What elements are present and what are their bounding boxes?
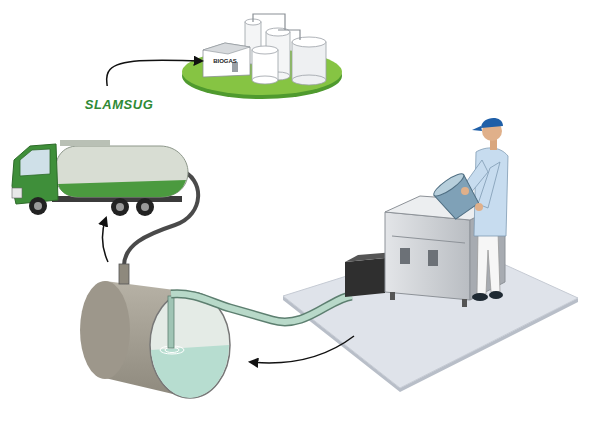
storage-tank (80, 264, 230, 398)
vacuum-truck (20, 149, 50, 176)
vacuum-truck (29, 197, 47, 215)
vacuum-truck (58, 180, 186, 197)
person-figure (472, 126, 482, 131)
person-figure (461, 187, 469, 195)
truck-tank-label-area: SLAMSUG (60, 88, 178, 120)
biogas-plant (252, 46, 278, 54)
vacuum-truck (34, 202, 42, 210)
waste-machine (390, 292, 395, 300)
biogas-plant (252, 76, 278, 84)
vacuum-truck (111, 198, 129, 216)
biogas-plant (253, 14, 300, 40)
person-figure (475, 203, 483, 211)
vacuum-truck (55, 146, 188, 197)
sign-lettering: BIOGAS (213, 58, 237, 64)
person-figure (472, 293, 488, 301)
waste-machine (428, 250, 438, 266)
flow-arrow (102, 218, 108, 262)
biogas-sign: BIOGAS (205, 55, 245, 67)
biogas-plant (292, 42, 326, 80)
biogas-plant (292, 37, 326, 47)
biogas-plant (182, 14, 342, 99)
person-figure (431, 118, 508, 301)
storage-tank (151, 345, 229, 398)
waste-machine (462, 299, 467, 307)
floor-platform (283, 242, 578, 388)
person-figure (474, 148, 508, 236)
truck-lettering: SLAMSUG (85, 98, 154, 111)
drain-hose (171, 294, 352, 322)
waste-machine (400, 248, 410, 264)
waste-machine (345, 258, 385, 297)
waste-machine (392, 236, 465, 243)
waste-machine (385, 212, 470, 300)
storage-tank (80, 281, 130, 379)
person-figure (431, 170, 466, 199)
storage-tank (119, 264, 129, 284)
vacuum-truck (116, 203, 124, 211)
person-figure (478, 162, 500, 208)
biogas-plant (203, 43, 250, 54)
flow-arrow (250, 336, 354, 363)
vacuum-truck (12, 188, 22, 198)
storage-tank (168, 296, 174, 348)
floor-platform (283, 242, 578, 392)
biogas-plant (252, 50, 278, 80)
biogas-plant (292, 75, 326, 85)
drain-hose (171, 294, 352, 322)
flow-arrow (107, 60, 202, 86)
biogas-plant (203, 43, 250, 77)
drain-hose (171, 294, 352, 322)
vacuum-truck (60, 140, 110, 146)
person-figure (489, 291, 503, 299)
vacuum-truck (12, 140, 198, 266)
vacuum-truck (12, 144, 58, 204)
person-figure (477, 232, 500, 294)
person-figure (481, 118, 503, 128)
vacuum-truck (141, 203, 149, 211)
vacuum-truck (136, 198, 154, 216)
person-figure (431, 170, 482, 221)
biogas-plant (266, 28, 290, 36)
